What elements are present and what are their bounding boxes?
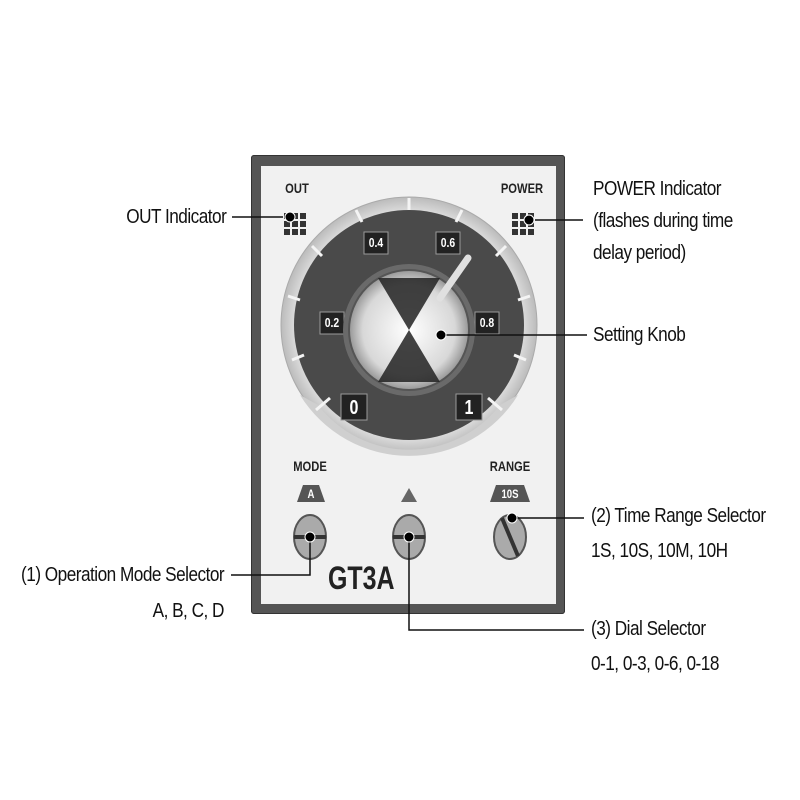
time-range-title: (2) Time Range Selector [591,505,766,527]
power-indicator-note-2: delay period) [593,242,686,264]
dial-mark-0.2: 0.2 [324,315,340,330]
dial-scale-labels [319,231,500,421]
power-indicator-label: POWER Indicator [593,178,722,200]
mode-value: A [307,487,315,501]
dial-mark-0.8: 0.8 [479,315,495,330]
power-label: POWER [500,180,544,196]
out-label: OUT [285,180,309,196]
time-range-options: 1S, 10S, 10M, 10H [591,540,728,562]
dial-mark-0.4: 0.4 [368,235,384,250]
dial-selector-options: 0-1, 0-3, 0-6, 0-18 [591,653,719,675]
dial-mark-0.6: 0.6 [440,235,456,250]
range-label: RANGE [489,458,531,474]
range-tab [490,485,530,502]
range-value: 10S [501,487,519,501]
operation-mode-options: A, B, C, D [152,600,225,622]
setting-knob-label: Setting Knob [593,324,686,346]
callout-dots [284,211,535,543]
operation-mode-title: (1) Operation Mode Selector [20,564,225,586]
dial-mark-0: 0 [349,397,359,419]
out-indicator-label: OUT Indicator [125,206,227,228]
dial-mark-1: 1 [464,397,474,419]
dial-tick-marks [287,198,531,412]
dial-selector-triangle [401,488,417,502]
dial-selector-title: (3) Dial Selector [591,618,706,640]
mode-label: MODE [293,458,327,474]
callout-lines [231,216,587,631]
mode-tab [297,485,325,502]
model-name: GT3A [328,560,395,596]
power-indicator-note-1: (flashes during time [593,210,733,232]
knob-pointer [436,254,472,302]
